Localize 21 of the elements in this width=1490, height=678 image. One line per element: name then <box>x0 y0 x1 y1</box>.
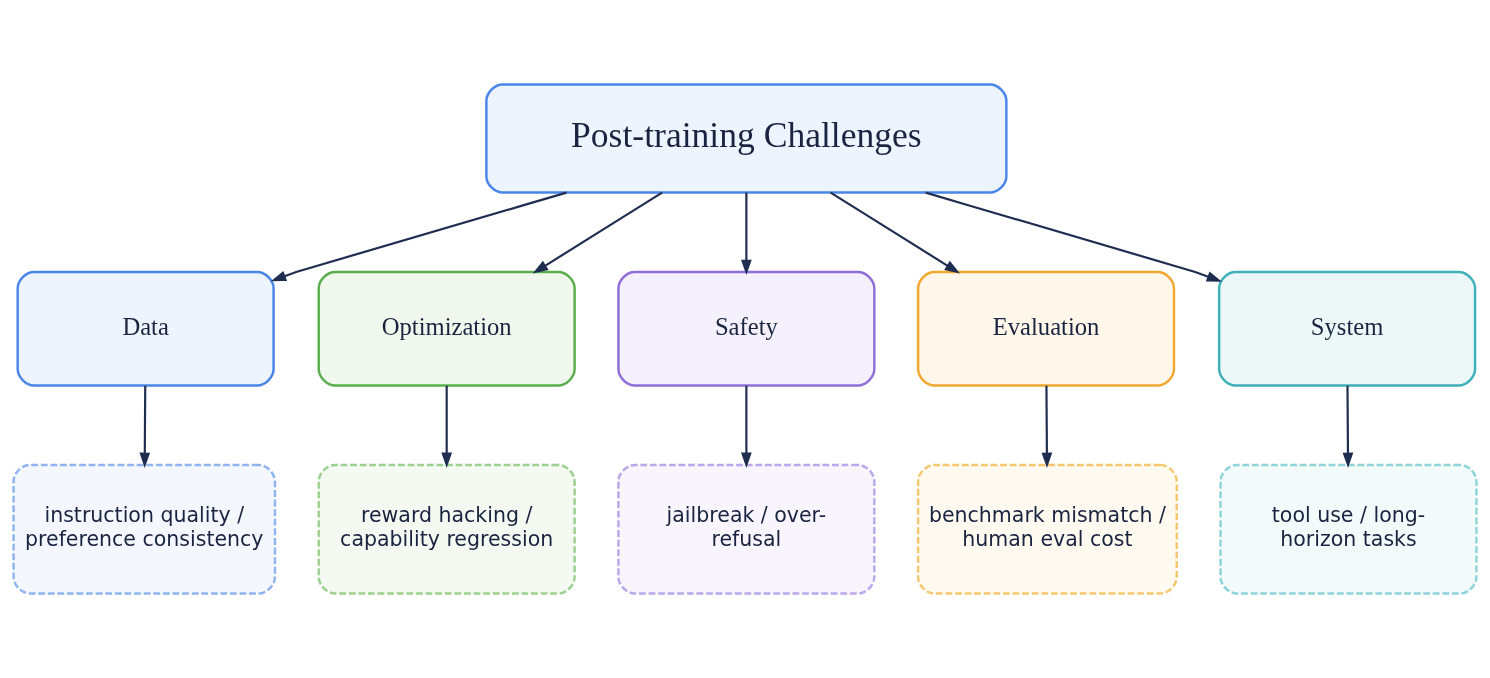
arrow <box>441 385 453 468</box>
node-box: System <box>1217 270 1477 387</box>
node-box: Data <box>16 270 275 387</box>
arrow <box>139 385 151 468</box>
arrow <box>741 192 752 276</box>
node-box: reward hacking / capability regression <box>317 463 576 595</box>
arrow <box>830 191 960 274</box>
node-box: benchmark mismatch / human eval cost <box>916 463 1178 595</box>
arrow <box>1342 385 1354 468</box>
arrow <box>1041 385 1053 468</box>
node-box: Optimization <box>317 270 576 387</box>
arrow <box>925 191 1223 282</box>
arrow <box>532 191 663 274</box>
node-box: Evaluation <box>916 270 1176 387</box>
node-box: Post-training Challenges <box>485 83 1008 194</box>
arrow <box>270 191 567 282</box>
node-box: tool use / long-horizon tasks <box>1219 463 1478 595</box>
node-box: Safety <box>617 270 876 387</box>
arrow <box>741 385 752 468</box>
node-box: instruction quality / preference consistency <box>12 463 277 595</box>
node-box: jailbreak / over-refusal <box>617 463 876 595</box>
